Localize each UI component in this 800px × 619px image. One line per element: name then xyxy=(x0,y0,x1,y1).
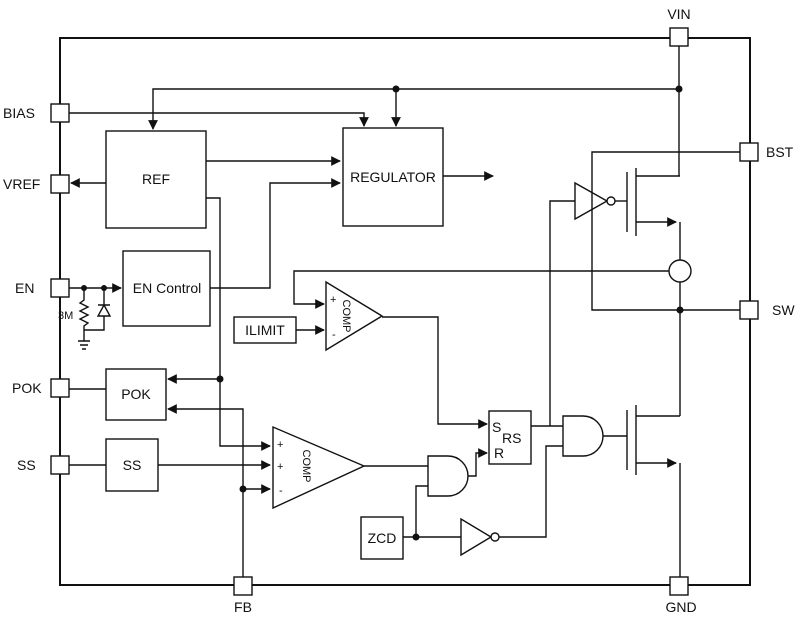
and-gate-upper xyxy=(562,415,604,457)
error-comp-minus: - xyxy=(279,485,283,497)
pin-sw: SW xyxy=(739,300,795,320)
pin-bias: BIAS xyxy=(3,103,70,123)
en-control-block: EN Control xyxy=(122,250,211,327)
pin-vref-label: VREF xyxy=(3,176,40,192)
pin-vin: VIN xyxy=(667,6,691,47)
resistor-label: 3M xyxy=(58,310,73,322)
regulator-label: REGULATOR xyxy=(350,169,436,185)
en-control-label: EN Control xyxy=(133,280,201,296)
error-comp-label: COMP xyxy=(300,450,312,483)
current-comp-minus: - xyxy=(332,329,336,341)
pin-gnd-label: GND xyxy=(665,599,696,615)
pin-gnd: GND xyxy=(665,576,697,615)
pin-ss: SS xyxy=(17,455,70,475)
current-comp-label: COMP xyxy=(340,300,352,333)
pin-vref: VREF xyxy=(3,174,70,194)
driver-inverter-high xyxy=(574,181,616,221)
error-comparator: + + - COMP xyxy=(272,425,366,510)
ss-block: SS xyxy=(105,438,159,492)
ref-label: REF xyxy=(142,171,170,187)
junction-dots xyxy=(81,85,684,541)
latch-r-label: R xyxy=(494,445,504,461)
pin-bst: BST xyxy=(739,142,794,162)
pin-pok-label: POK xyxy=(12,380,42,396)
pok-block: POK xyxy=(105,368,167,421)
pin-fb-label: FB xyxy=(234,599,252,615)
ss-block-label: SS xyxy=(123,457,142,473)
error-comp-plus-1: + xyxy=(277,439,283,451)
pin-vin-label: VIN xyxy=(667,6,690,22)
ilimit-block: ILIMIT xyxy=(233,316,297,344)
latch-rs-label: RS xyxy=(502,430,521,446)
pok-block-label: POK xyxy=(121,386,151,402)
high-side-mosfet xyxy=(615,168,680,236)
latch-s-label: S xyxy=(492,419,501,435)
pin-ss-label: SS xyxy=(17,457,36,473)
current-comp-plus: + xyxy=(330,294,336,306)
pin-bias-label: BIAS xyxy=(3,105,35,121)
pin-sw-label: SW xyxy=(772,302,795,318)
pin-bst-label: BST xyxy=(766,144,794,160)
current-comparator: + - COMP xyxy=(325,280,384,352)
zcd-inverter xyxy=(460,517,500,557)
low-side-mosfet xyxy=(603,405,680,475)
ref-block: REF xyxy=(105,130,207,229)
and-gate-lower xyxy=(427,455,469,497)
rs-latch: S RS R xyxy=(488,410,532,465)
ilimit-label: ILIMIT xyxy=(245,322,285,338)
pin-fb: FB xyxy=(233,576,253,615)
pin-en-label: EN xyxy=(15,280,34,296)
error-comp-plus-2: + xyxy=(277,461,283,473)
regulator-block: REGULATOR xyxy=(342,127,444,227)
current-sense-element xyxy=(668,259,692,283)
zcd-block: ZCD xyxy=(360,516,404,560)
zcd-label: ZCD xyxy=(368,530,397,546)
pin-en: EN xyxy=(15,278,70,298)
pin-pok: POK xyxy=(12,378,70,398)
